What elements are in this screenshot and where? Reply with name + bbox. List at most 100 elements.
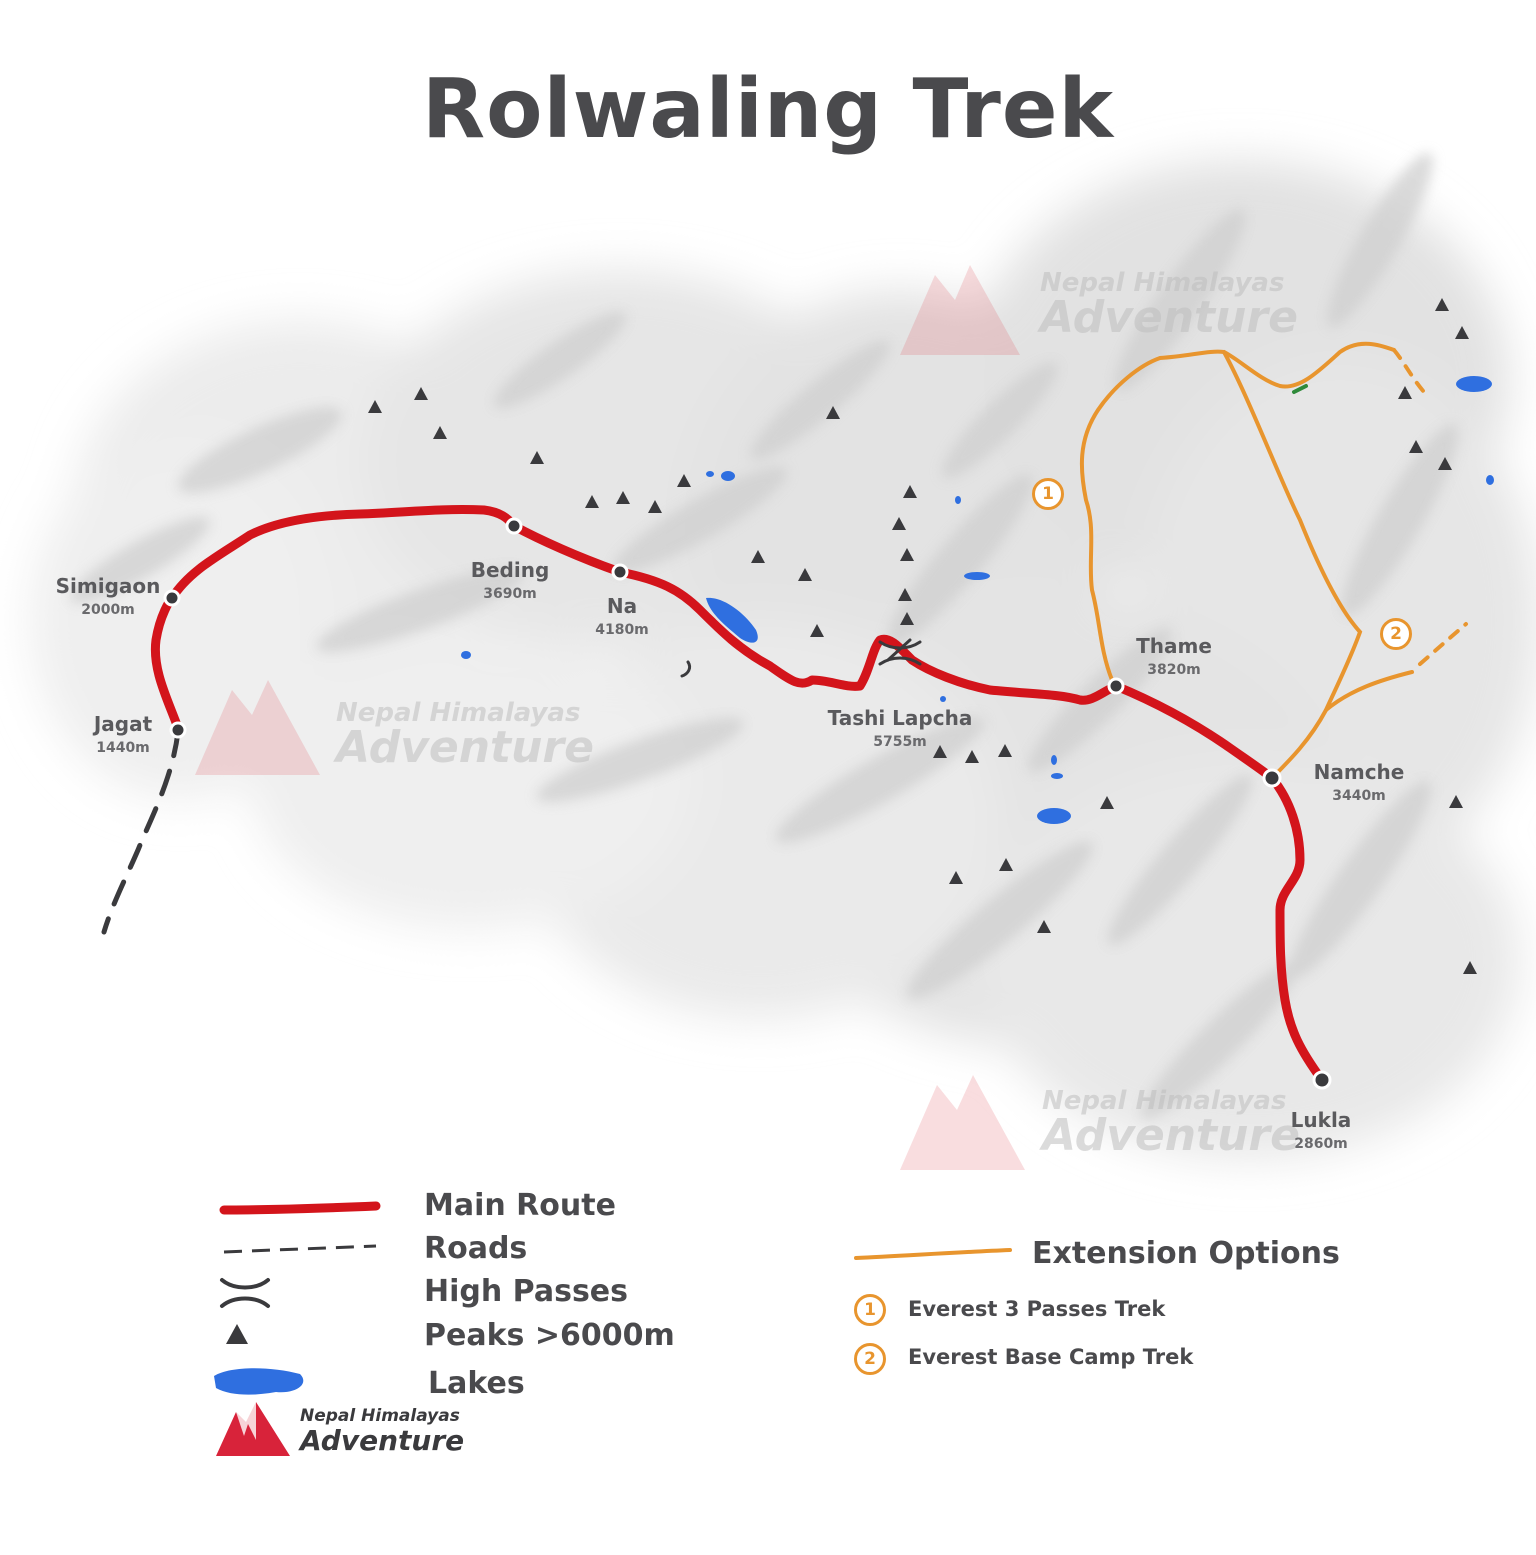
peak-icon xyxy=(585,495,599,508)
place-point-namche xyxy=(1262,768,1282,788)
extension-marker-2: 2 xyxy=(1380,618,1412,650)
peak-icon xyxy=(900,612,914,625)
legend-main-route-swatch xyxy=(219,1201,381,1215)
place-point-na xyxy=(611,563,629,581)
peak-icon xyxy=(677,474,691,487)
peak-icon xyxy=(1398,386,1412,399)
peak-icon xyxy=(826,406,840,419)
lake xyxy=(706,597,758,643)
extension-route-2-branch xyxy=(1324,670,1414,712)
legend-high-passes-label: High Passes xyxy=(424,1274,629,1309)
peak-icon xyxy=(1449,795,1463,808)
extension-legend-item-2: Everest Base Camp Trek xyxy=(908,1345,1194,1369)
terrain-ridges xyxy=(70,152,1459,1120)
extension-route-1-dashed xyxy=(1392,348,1426,394)
main-route xyxy=(150,505,1327,1085)
lake xyxy=(1037,808,1071,824)
lake xyxy=(461,651,471,659)
stream-mark xyxy=(680,660,692,678)
watermark-logo-top xyxy=(900,265,1020,355)
extension-route-1 xyxy=(1079,341,1396,682)
terrain-relief xyxy=(30,160,1536,1160)
lake xyxy=(940,696,946,702)
peak-icon xyxy=(965,750,979,763)
lake xyxy=(1051,773,1063,779)
peak-icon xyxy=(1455,326,1469,339)
place-points xyxy=(163,517,1332,1090)
peak-icon xyxy=(648,500,662,513)
lake xyxy=(706,471,714,477)
peak-icon xyxy=(368,400,382,413)
peak-icon xyxy=(414,387,428,400)
extension-legend-badge-1: 1 xyxy=(854,1294,886,1326)
peak-icon xyxy=(798,568,812,581)
peak-icon xyxy=(530,451,544,464)
peak-icon xyxy=(1409,440,1423,453)
green-pass-marker xyxy=(1292,384,1308,394)
peak-icon xyxy=(1100,796,1114,809)
extension-route-2 xyxy=(1222,350,1363,780)
place-point-simigaon xyxy=(163,589,181,607)
peak-icon xyxy=(810,624,824,637)
legend-main-route-label: Main Route xyxy=(424,1188,616,1223)
road-line xyxy=(101,729,181,935)
legend-lakes-label: Lakes xyxy=(428,1366,525,1401)
extension-options-title: Extension Options xyxy=(1032,1236,1340,1271)
extension-legend-badge-2: 2 xyxy=(854,1343,886,1375)
place-point-beding xyxy=(505,517,523,535)
place-point-lukla xyxy=(1312,1070,1332,1090)
peak-icon xyxy=(892,517,906,530)
lake xyxy=(1051,755,1057,765)
peak-icon xyxy=(903,485,917,498)
lake xyxy=(1456,376,1492,392)
watermark-logo-bottom xyxy=(900,1075,1025,1170)
peak-icon xyxy=(933,745,947,758)
place-point-jagat xyxy=(169,721,187,739)
peak-icon xyxy=(1463,961,1477,974)
peak-icon xyxy=(998,744,1012,757)
brand-logo-icon xyxy=(216,1402,290,1456)
extension-legend-item-1: Everest 3 Passes Trek xyxy=(908,1297,1166,1321)
legend-high-pass-icon xyxy=(220,1278,270,1308)
peaks xyxy=(368,298,1477,974)
peak-icon xyxy=(1435,298,1449,311)
high-pass-icon xyxy=(878,638,922,666)
lake xyxy=(721,471,735,481)
legend-extension-swatch xyxy=(854,1248,1012,1260)
peak-icon xyxy=(900,548,914,561)
peak-icon xyxy=(898,588,912,601)
peak-icon xyxy=(751,550,765,563)
lake xyxy=(955,496,961,504)
legend-road-swatch xyxy=(223,1244,377,1254)
peak-icon xyxy=(616,491,630,504)
lakes xyxy=(461,376,1494,824)
peak-icon xyxy=(1438,457,1452,470)
legend-roads-label: Roads xyxy=(424,1231,528,1266)
peak-icon xyxy=(1037,920,1051,933)
peak-icon xyxy=(433,426,447,439)
extension-marker-1: 1 xyxy=(1032,478,1064,510)
legend-peak-icon xyxy=(226,1324,248,1344)
lake xyxy=(964,572,990,580)
legend-lake-swatch xyxy=(214,1368,304,1395)
legend-peaks-label: Peaks >6000m xyxy=(424,1318,675,1353)
peak-icon xyxy=(999,858,1013,871)
watermark-logo-middle xyxy=(195,680,320,775)
extension-route-2-dashed xyxy=(1418,622,1468,666)
place-point-thame xyxy=(1107,677,1125,695)
map-title: Rolwaling Trek xyxy=(421,62,1115,157)
peak-icon xyxy=(949,871,963,884)
